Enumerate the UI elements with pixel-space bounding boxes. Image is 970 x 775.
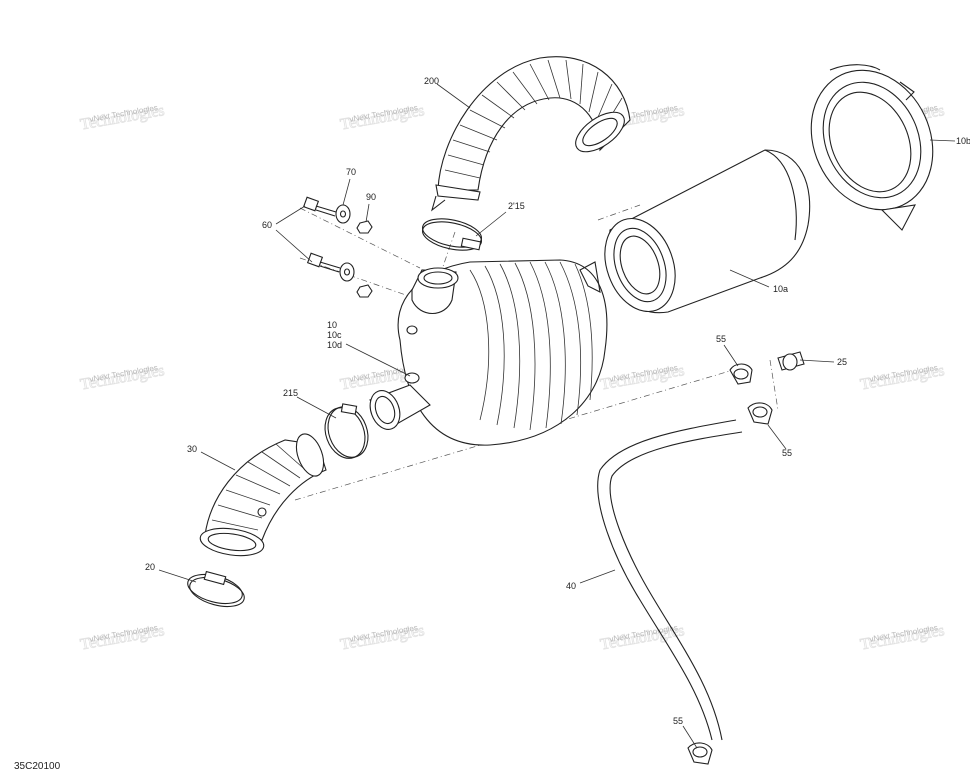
callout-10a: 10a [773,284,788,294]
watermark: Technologies vNext Technologies [859,362,947,394]
fastener-set-lower [306,252,373,298]
callout-10c: 10c [327,330,342,340]
assembly-lines [294,204,779,501]
callout-55-upper: 55 [716,334,726,344]
watermark: Technologies vNext Technologies [339,622,427,654]
boot-hose-clamp [187,570,245,608]
callout-10b: 10b [956,136,970,146]
upper-intake-duct [431,56,631,212]
airbox-cover [810,64,934,231]
leader-lines [158,83,956,749]
watermark: Technologies vNext Technologies [339,102,427,134]
upper-hose-clamp [421,218,483,251]
watermark: Technologies vNext Technologies [79,102,167,134]
lower-intake-boot [199,433,327,557]
callout-2-15: 2'15 [508,201,525,211]
watermark: Technologies vNext Technologies [599,622,687,654]
callouts: 200 70 90 60 2'15 10 10c 10d 10a 10b 215… [145,76,970,726]
drain-fitting [777,351,805,371]
callout-10d: 10d [327,340,342,350]
hose-clip [729,363,753,385]
diagram-reference-code: 35C20100 [14,761,61,772]
callout-20: 20 [145,562,155,572]
callout-10: 10 [327,320,337,330]
watermark: Technologies vNext Technologies [859,622,947,654]
callout-215: 215 [283,388,298,398]
callout-25: 25 [837,357,847,367]
callout-90: 90 [366,192,376,202]
callout-200: 200 [424,76,439,86]
hose-clip [687,742,713,765]
watermark: Technologies vNext Technologies [79,622,167,654]
callout-40: 40 [566,581,576,591]
callout-70: 70 [346,167,356,177]
watermark: Technologies vNext Technologies [79,362,167,394]
callout-55-middle: 55 [782,448,792,458]
callout-55-lower: 55 [673,716,683,726]
airbox-housing [369,259,608,446]
callout-60: 60 [262,220,272,230]
fastener-set-upper [302,196,373,234]
drain-hose [597,419,743,741]
callout-30: 30 [187,444,197,454]
hose-clip [747,402,773,425]
lower-hose-clamp [324,403,369,459]
watermark: Technologies vNext Technologies [599,362,687,394]
air-filter-element [579,149,811,314]
